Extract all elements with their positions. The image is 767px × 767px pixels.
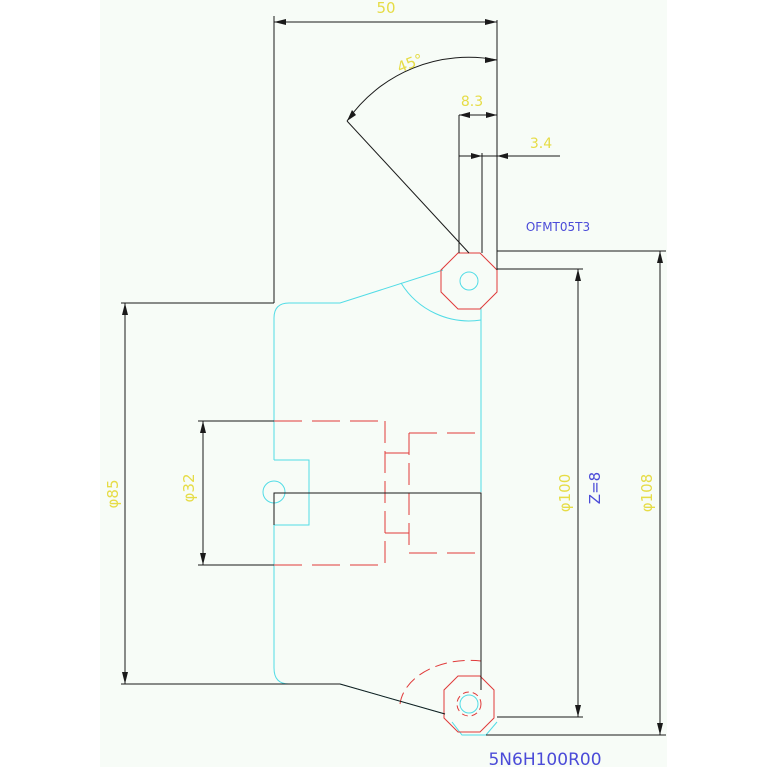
dim-108-label: φ108 [638, 474, 656, 513]
arrow-83-left [459, 112, 470, 118]
dim-85-label: φ85 [104, 480, 122, 509]
shank-outline [273, 492, 482, 690]
bottom-pocket-arc [399, 659, 482, 705]
bottom-insert-seat [451, 721, 498, 736]
angle-ray [346, 120, 470, 254]
arrow-50-right [485, 19, 497, 25]
arrow-45-right [485, 57, 497, 63]
arrow-34-left [471, 153, 482, 159]
arrow-85-bottom [122, 672, 128, 684]
body-profile [273, 269, 444, 319]
arrow-108-bottom [657, 723, 663, 735]
part-number-label: 5N6H100R00 [488, 750, 601, 767]
tool-body-outline [262, 269, 498, 736]
bottom-insert-hole [459, 694, 479, 714]
bottom-insert-octagon [443, 675, 495, 733]
top-insert-hole [459, 271, 479, 291]
dim-45-label: 45° [394, 50, 425, 77]
dimension-lines [121, 16, 666, 736]
dim-34-label: 3.4 [530, 136, 552, 152]
arrow-83-right [486, 112, 497, 118]
lower-body-slope [339, 683, 446, 715]
dim-32-label: φ32 [180, 474, 198, 503]
dim-83-label: 8.3 [461, 94, 483, 110]
arrow-100-top [575, 269, 581, 281]
inserts-and-hidden-lines [274, 252, 498, 733]
drawing-sheet [100, 0, 667, 767]
arrow-45-left [347, 110, 356, 121]
arrow-100-bottom [575, 705, 581, 717]
arrow-50-left [274, 19, 286, 25]
bottom-insert-inner-circle [456, 691, 482, 717]
insert-code-label: OFMT05T3 [526, 220, 590, 234]
arrow-32-top [200, 421, 206, 433]
arrow-32-bottom [200, 553, 206, 565]
body-black-lines [273, 20, 498, 715]
dim-50-label: 50 [376, 0, 395, 17]
dim-100-label: φ100 [556, 474, 574, 513]
arrow-85-top [122, 303, 128, 315]
annotations: 50 45° 8.3 3.4 φ85 φ32 φ100 φ108 Z=8 OFM… [104, 0, 656, 767]
dim-45-arc [346, 56, 498, 122]
chip-pocket-arc [400, 282, 482, 322]
tooth-count-label: Z=8 [586, 472, 604, 504]
top-insert-octagon [440, 252, 498, 310]
arrow-34-right [497, 153, 508, 159]
arrow-108-top [657, 251, 663, 263]
